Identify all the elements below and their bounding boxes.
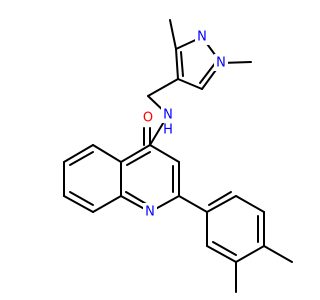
bond-ar-c4-c5: [235, 245, 265, 263]
atom-h-amide: H: [163, 123, 173, 138]
atom-o1: O: [143, 111, 153, 126]
bond-q-c4a-c4: [120, 144, 151, 163]
atom-n-pyr2: N: [197, 30, 207, 45]
bond-pyr-n1-c5-double: [199, 61, 217, 84]
atom-bg-n-pyr2: [195, 28, 209, 45]
bond-q-c7-c8: [63, 195, 94, 213]
bond-pyr-c3-methyl: [169, 19, 177, 50]
bond-ar-c5-c6-double: [212, 241, 237, 256]
atom-bg-o1: [141, 109, 155, 126]
atom-n-quin: N: [145, 205, 155, 220]
bond-pyr-c5-c4: [177, 78, 203, 90]
bond-q-c4a-c5: [92, 144, 122, 163]
atom-labels: O N H N N N: [141, 28, 228, 220]
molecule-structure: O N H N N N: [63, 19, 293, 293]
bond-c2-aryl: [178, 195, 208, 213]
bond-pyr-c4-c3: [175, 48, 179, 80]
bond-ar-c1-c2-double: [208, 191, 232, 206]
bond-q-c4a-c4-double: [126, 151, 151, 166]
bond-q-c5-c6-double: [69, 151, 94, 166]
atom-n-pyr1: N: [216, 56, 226, 71]
bond-q-c7-c8-double: [69, 191, 94, 206]
atom-bg-n-pyr1: [214, 54, 228, 71]
atom-n-amide: N: [163, 108, 173, 123]
bond-ar-c1-c2: [206, 195, 237, 213]
bond-q-n1-c8a-double: [125, 191, 149, 206]
bond-ar-c2-c3: [235, 195, 265, 213]
bond-ch2-pyrazole: [147, 78, 179, 97]
molecule-canvas: O N H N N N: [63, 19, 293, 293]
bonds: [63, 19, 293, 293]
bond-q-c4-c3: [149, 144, 180, 163]
bond-ar-c4-methyl: [263, 245, 293, 263]
bond-q-c8-c8a: [92, 195, 122, 213]
bond-ar-c5-c6: [206, 245, 237, 263]
bond-pyr-c4-c3-double: [180, 51, 184, 77]
bond-q-c5-c6: [63, 144, 94, 163]
atom-bg-n-quin: [143, 203, 157, 220]
atom-bg-n-amide: [161, 106, 175, 123]
